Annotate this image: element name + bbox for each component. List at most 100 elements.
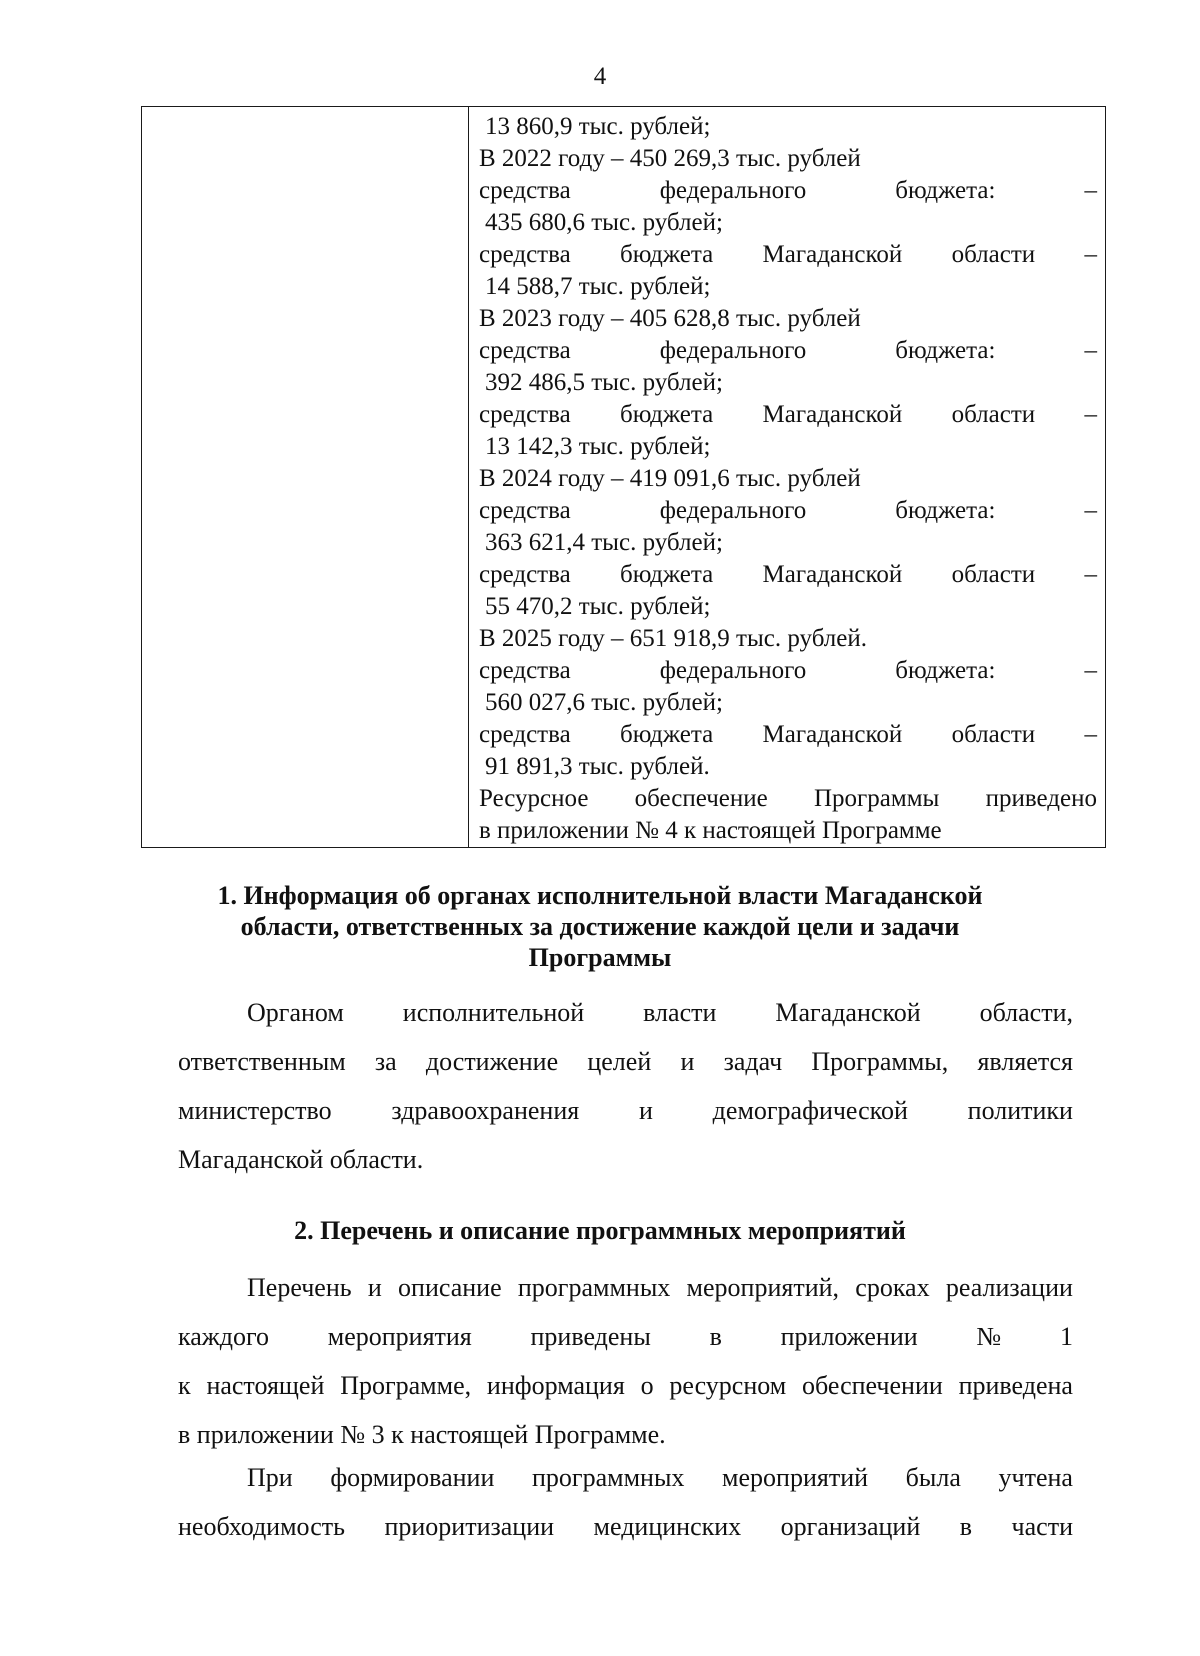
word: бюджета (620, 241, 714, 268)
table-line: 14 588,7 тыс. рублей; (485, 273, 711, 300)
word: приведена (958, 1371, 1073, 1400)
word: бюджета (620, 721, 714, 748)
table-right-cell: 13 860,9 тыс. рублей; В 2022 году – 450 … (479, 111, 1097, 847)
table-column-divider (468, 107, 469, 847)
table-line: 13 860,9 тыс. рублей; (485, 113, 711, 140)
word: программных (517, 1273, 671, 1302)
word: средства (479, 241, 571, 268)
table-line: 13 142,3 тыс. рублей; (485, 433, 711, 460)
word: информация (486, 1371, 625, 1400)
word: федерального (659, 177, 807, 204)
table-line: средства бюджета Магаданской области – (479, 239, 1097, 271)
word: бюджета (620, 561, 714, 588)
word: здравоохранения (391, 1096, 580, 1125)
word: о (640, 1371, 654, 1400)
word: приоритизации (384, 1512, 555, 1541)
table-line: средства федерального бюджета: – (479, 655, 1097, 687)
word: – (1084, 177, 1097, 204)
word: формировании (330, 1463, 495, 1492)
paragraph-line: Магаданской области. (178, 1145, 424, 1174)
word: настоящей (206, 1371, 325, 1400)
table-left-cell-empty (142, 107, 468, 847)
financing-table: 13 860,9 тыс. рублей; В 2022 году – 450 … (141, 106, 1106, 848)
page-number: 4 (593, 63, 607, 90)
word: является (977, 1047, 1073, 1076)
word: была (905, 1463, 961, 1492)
table-line: 560 027,6 тыс. рублей; (485, 689, 723, 716)
word: медицинских (593, 1512, 742, 1541)
word: бюджета (620, 401, 714, 428)
table-line: В 2022 году – 450 269,3 тыс. рублей (479, 145, 861, 172)
word: приведено (985, 785, 1097, 812)
word: мероприятий (722, 1463, 869, 1492)
table-line: 435 680,6 тыс. рублей; (485, 209, 723, 236)
word: и (367, 1273, 382, 1302)
word: области, (979, 998, 1073, 1027)
word: Программы, (811, 1047, 949, 1076)
word: Органом (247, 998, 344, 1027)
word: бюджета: (895, 657, 996, 684)
word: средства (479, 657, 571, 684)
section-1-heading: 1. Информация об органах исполнительной … (170, 880, 1030, 973)
word: в (959, 1512, 973, 1541)
heading-line: Программы (528, 943, 672, 972)
word: к (178, 1371, 191, 1400)
word: задач (723, 1047, 783, 1076)
word: в (709, 1322, 722, 1351)
table-line: В 2023 году – 405 628,8 тыс. рублей (479, 305, 861, 332)
word: министерство (178, 1096, 332, 1125)
word: – (1084, 337, 1097, 364)
word: средства (479, 561, 571, 588)
word: – (1084, 241, 1097, 268)
word: Магаданской (762, 721, 903, 748)
word: Магаданской (762, 401, 903, 428)
word: Программе, (340, 1371, 472, 1400)
heading-line: области, ответственных за достижение каж… (240, 912, 960, 941)
word: При (247, 1463, 293, 1492)
word: сроках (855, 1273, 930, 1302)
table-line: 55 470,2 тыс. рублей; (485, 593, 711, 620)
word: приведены (530, 1322, 651, 1351)
word: мероприятия (327, 1322, 472, 1351)
word: Ресурсное (479, 785, 589, 812)
table-line: 392 486,5 тыс. рублей; (485, 369, 723, 396)
word: Программы (814, 785, 940, 812)
word: – (1084, 721, 1097, 748)
word: – (1084, 657, 1097, 684)
word: демографической (712, 1096, 908, 1125)
table-line: 91 891,3 тыс. рублей. (485, 753, 710, 780)
word: бюджета: (895, 337, 996, 364)
word: реализации (945, 1273, 1073, 1302)
word: области (951, 241, 1036, 268)
word: организаций (780, 1512, 921, 1541)
word: бюджета: (895, 177, 996, 204)
word: – (1084, 561, 1097, 588)
word: федерального (659, 657, 807, 684)
word: за (374, 1047, 397, 1076)
paragraph-line: в приложении № 3 к настоящей Программе. (178, 1420, 666, 1449)
word: части (1011, 1512, 1073, 1541)
word: целей (587, 1047, 652, 1076)
word: средства (479, 497, 571, 524)
word: Магаданской (762, 241, 903, 268)
word: ресурсном (669, 1371, 787, 1400)
word: 1 (1059, 1322, 1073, 1351)
word: и (680, 1047, 695, 1076)
